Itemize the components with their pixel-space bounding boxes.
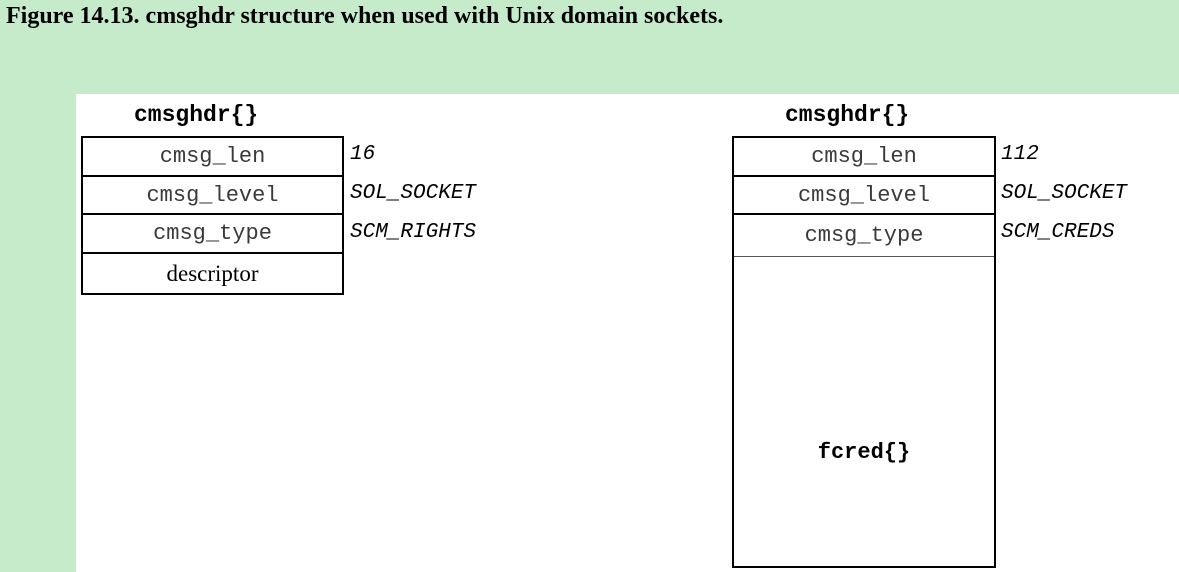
left-field-cmsg-type: cmsg_type	[83, 215, 342, 254]
left-field-descriptor: descriptor	[166, 260, 259, 286]
right-body-label: fcred{}	[817, 440, 911, 465]
left-field-cmsg-len: cmsg_len	[83, 138, 342, 177]
left-value-cmsg-type: SCM_RIGHTS	[350, 221, 477, 244]
right-field-cmsg-len: cmsg_len	[734, 138, 994, 177]
figure-area: cmsghdr{} cmsg_len cmsg_level cmsg_type …	[76, 94, 1179, 572]
right-field-cmsg-level: cmsg_level	[734, 177, 994, 215]
figure-caption: Figure 14.13. cmsghdr structure when use…	[6, 3, 724, 29]
right-value-cmsg-type: SCM_CREDS	[1001, 221, 1115, 244]
right-field-cmsg-type: cmsg_type	[734, 215, 994, 257]
right-struct-title: cmsghdr{}	[785, 102, 910, 128]
left-value-cmsg-len: 16	[350, 143, 376, 166]
left-field-cmsg-level: cmsg_level	[83, 177, 342, 215]
right-struct-box: cmsg_len cmsg_level cmsg_type fcred{}	[732, 136, 996, 568]
right-value-cmsg-len: 112	[1001, 143, 1039, 166]
left-struct-box: cmsg_len cmsg_level cmsg_type descriptor	[81, 136, 344, 295]
left-struct-title: cmsghdr{}	[134, 102, 259, 128]
left-value-cmsg-level: SOL_SOCKET	[350, 182, 477, 205]
right-value-cmsg-level: SOL_SOCKET	[1001, 182, 1128, 205]
